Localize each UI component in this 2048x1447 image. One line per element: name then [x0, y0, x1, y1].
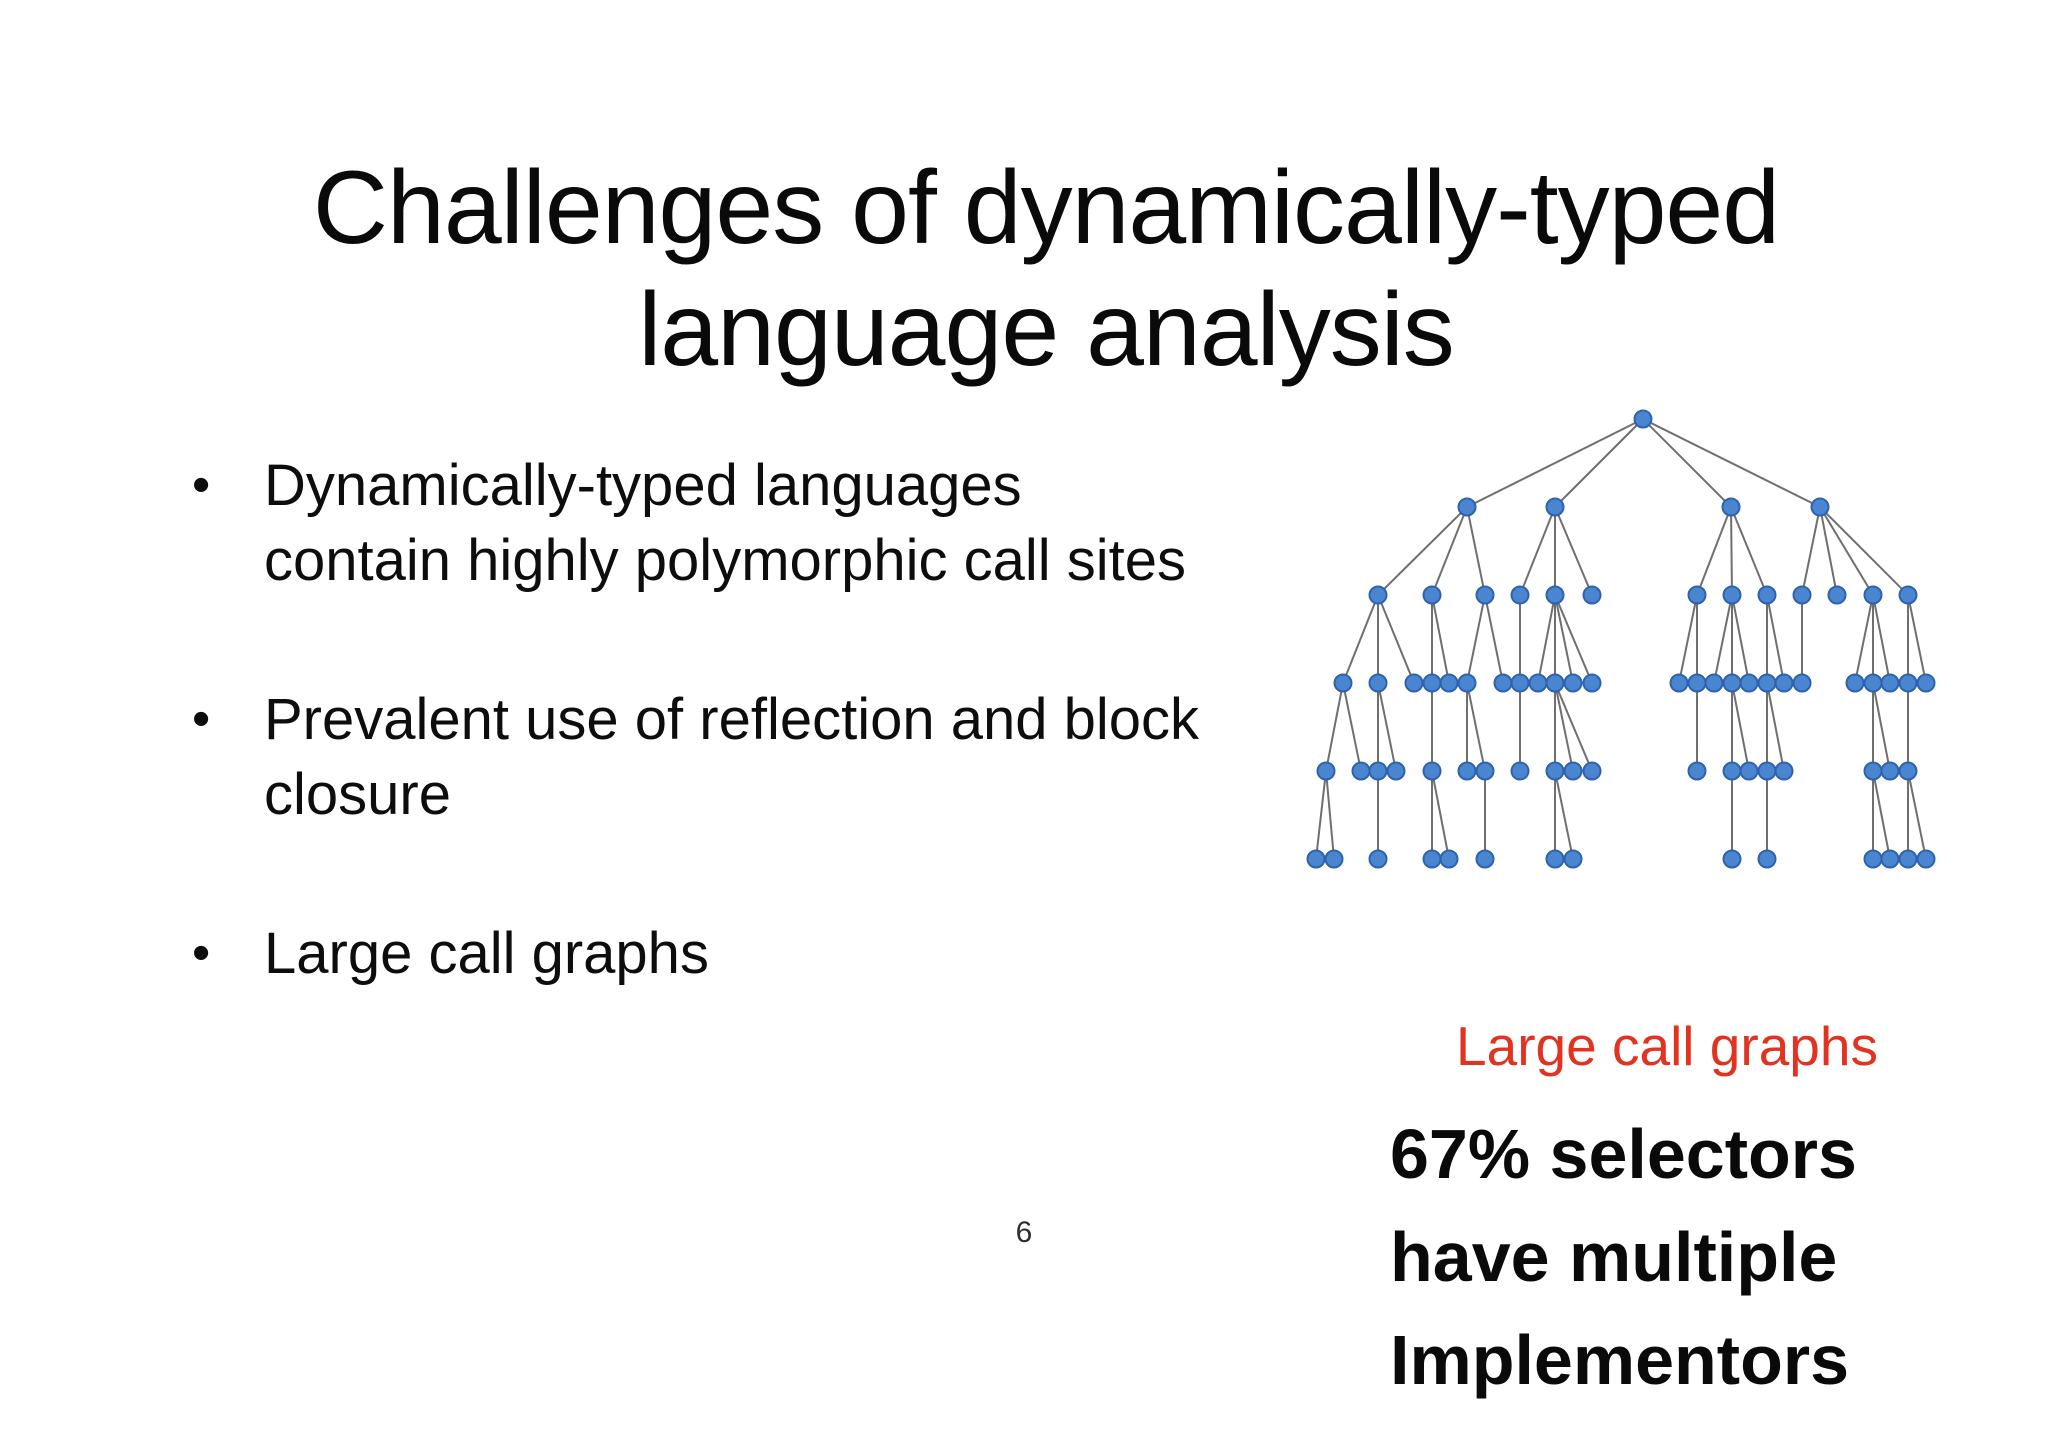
- call-graph-node: [1457, 761, 1477, 781]
- list-item: • Prevalent use of reflection and block …: [190, 682, 1230, 832]
- call-graph-node: [1757, 761, 1777, 781]
- call-graph-node: [1368, 673, 1388, 693]
- call-graph-node: [1845, 673, 1865, 693]
- call-graph-node: [1422, 761, 1442, 781]
- call-graph-node: [1916, 673, 1936, 693]
- call-graph-node: [1510, 585, 1530, 605]
- stat-line-1: 67% selectors: [1390, 1115, 1857, 1193]
- call-graph-node: [1774, 673, 1794, 693]
- large-call-graphs-label: Large call graphs: [1456, 1015, 1878, 1077]
- call-graph-node: [1368, 761, 1388, 781]
- call-graph-node: [1510, 673, 1530, 693]
- call-graph-node: [1306, 849, 1326, 869]
- call-graph-node: [1687, 585, 1707, 605]
- call-graph-node: [1810, 497, 1830, 517]
- call-graph-node: [1704, 673, 1724, 693]
- call-graph-node: [1722, 585, 1742, 605]
- call-graph-node: [1545, 585, 1565, 605]
- call-graph-node: [1898, 673, 1918, 693]
- call-graph-node: [1475, 585, 1495, 605]
- call-graph-node: [1739, 761, 1759, 781]
- call-graph-node: [1582, 585, 1602, 605]
- bullet-list: • Dynamically-typed languages contain hi…: [190, 448, 1230, 1075]
- list-item: • Dynamically-typed languages contain hi…: [190, 448, 1230, 598]
- call-graph-node: [1898, 761, 1918, 781]
- call-graph-node: [1633, 409, 1653, 429]
- bullet-icon: •: [192, 924, 211, 982]
- call-graph-node: [1722, 673, 1742, 693]
- call-graph-node: [1333, 673, 1353, 693]
- call-graph-node: [1493, 673, 1513, 693]
- stat-line-3: Implementors: [1390, 1321, 1849, 1399]
- call-graph-node: [1722, 761, 1742, 781]
- bullet-text: Dynamically-typed languages contain high…: [264, 453, 1186, 593]
- call-graph-node: [1545, 849, 1565, 869]
- call-graph-edges: [1315, 418, 1927, 860]
- call-graph-node: [1827, 585, 1847, 605]
- call-graph-node: [1687, 673, 1707, 693]
- call-graph-node: [1863, 673, 1883, 693]
- call-graph-node: [1757, 849, 1777, 869]
- page-title: Challenges of dynamically-typed language…: [44, 147, 2048, 391]
- call-graph-node: [1774, 761, 1794, 781]
- call-graph-node: [1545, 497, 1565, 517]
- call-graph-node: [1528, 673, 1548, 693]
- call-graph-node: [1898, 849, 1918, 869]
- call-graph-node: [1721, 497, 1741, 517]
- call-graph-node: [1687, 761, 1707, 781]
- call-graph-node: [1739, 673, 1759, 693]
- call-graph-node: [1404, 673, 1424, 693]
- call-graph-node: [1757, 585, 1777, 605]
- call-graph-node: [1475, 849, 1495, 869]
- call-graph-node: [1582, 761, 1602, 781]
- bullet-icon: •: [192, 690, 211, 748]
- call-graph-node: [1880, 673, 1900, 693]
- call-graph-node: [1510, 761, 1530, 781]
- call-graph-node: [1863, 761, 1883, 781]
- call-graph-node: [1422, 673, 1442, 693]
- call-graph-node: [1582, 673, 1602, 693]
- bullet-icon: •: [192, 456, 211, 514]
- call-graph-node: [1863, 585, 1883, 605]
- call-graph-node: [1722, 849, 1742, 869]
- call-graph-node: [1351, 761, 1371, 781]
- page-number: 6: [1015, 1216, 1033, 1249]
- selector-stat: 67% selectors have multiple Implementors: [1390, 1103, 1990, 1412]
- stat-line-2: have multiple: [1390, 1218, 1838, 1296]
- call-graph-node: [1880, 761, 1900, 781]
- bullet-text: Large call graphs: [264, 921, 709, 986]
- title-line-1: Challenges of dynamically-typed: [312, 150, 1780, 266]
- call-graph-node: [1563, 673, 1583, 693]
- call-graph-node: [1439, 673, 1459, 693]
- call-graph-node: [1880, 849, 1900, 869]
- call-graph-node: [1545, 673, 1565, 693]
- call-graph-node: [1563, 761, 1583, 781]
- call-graph-node: [1563, 849, 1583, 869]
- call-graph-node: [1422, 585, 1442, 605]
- call-graph-node: [1545, 761, 1565, 781]
- call-graph-node: [1439, 849, 1459, 869]
- call-graph-node: [1669, 673, 1689, 693]
- call-graph-diagram: [1306, 409, 1936, 869]
- call-graph-node: [1422, 849, 1442, 869]
- call-graph-node: [1368, 849, 1388, 869]
- call-graph-node: [1898, 585, 1918, 605]
- call-graph-node: [1792, 673, 1812, 693]
- call-graph-node: [1475, 761, 1495, 781]
- call-graph-nodes: [1306, 409, 1936, 869]
- title-line-2: language analysis: [638, 272, 1455, 388]
- call-graph-node: [1757, 673, 1777, 693]
- call-graph-node: [1863, 849, 1883, 869]
- call-graph-node: [1386, 761, 1406, 781]
- bullet-text: Prevalent use of reflection and block cl…: [264, 687, 1199, 827]
- list-item: • Large call graphs: [190, 916, 1230, 991]
- call-graph-node: [1316, 761, 1336, 781]
- call-graph-node: [1916, 849, 1936, 869]
- call-graph-node: [1368, 585, 1388, 605]
- call-graph-node: [1324, 849, 1344, 869]
- call-graph-node: [1457, 673, 1477, 693]
- call-graph-node: [1457, 497, 1477, 517]
- call-graph-node: [1792, 585, 1812, 605]
